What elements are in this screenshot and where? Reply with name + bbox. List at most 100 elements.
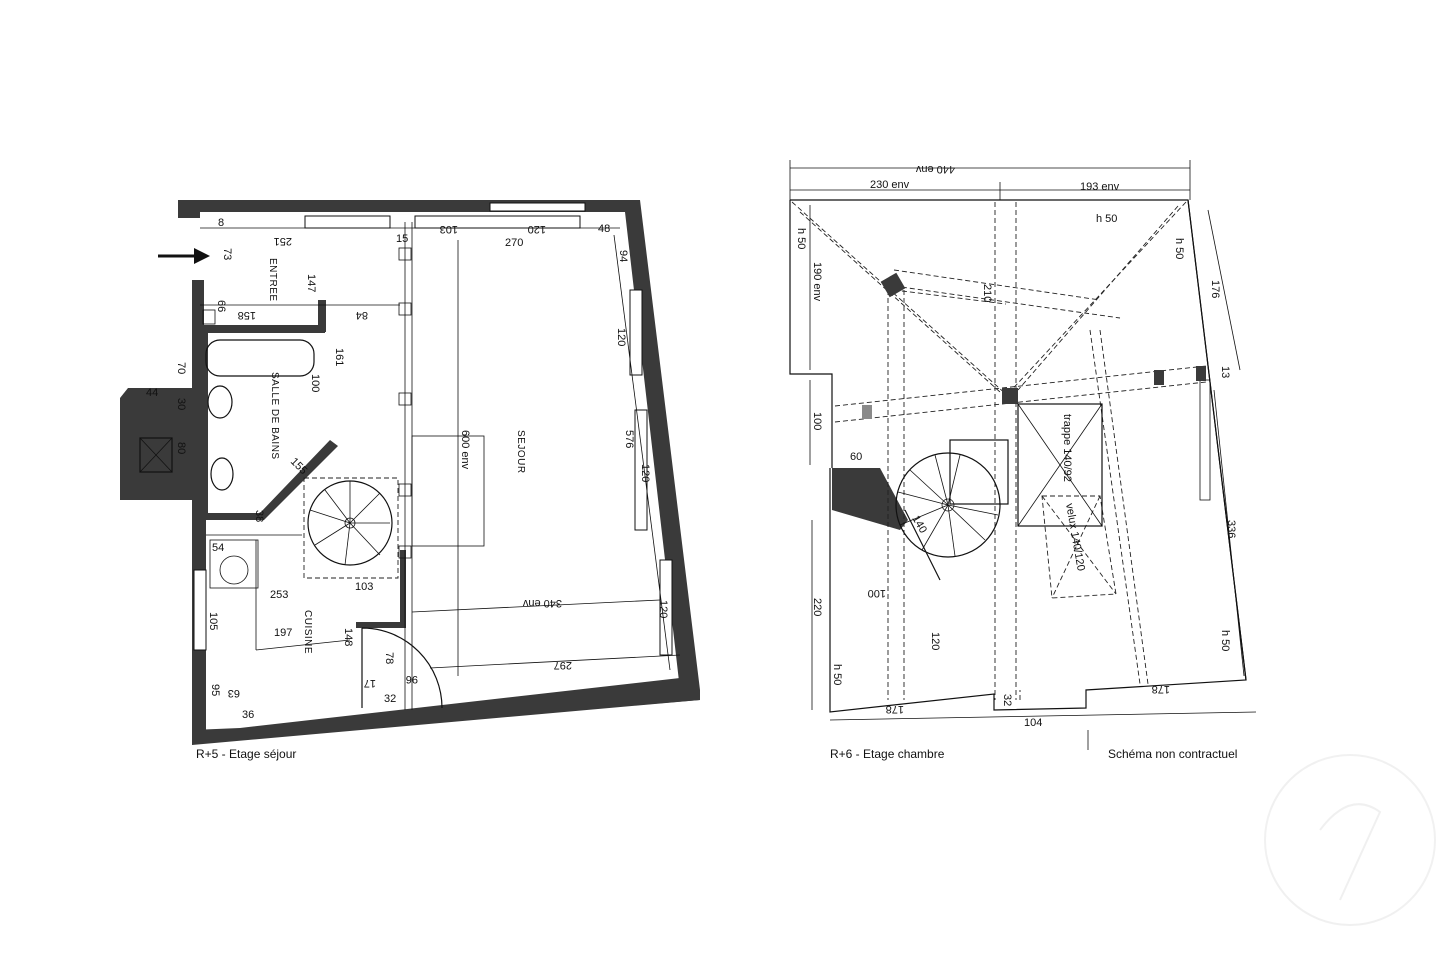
beam-horizontal [834,365,1207,407]
wall-annex [120,388,192,500]
stair-void [303,477,399,579]
r6-outline-left [789,200,833,468]
stair-rail [904,509,941,581]
dimension-label: 230 env [870,179,910,191]
trappe-opening [1017,403,1103,527]
dimension-label: 120 [929,632,941,650]
door-swing [361,627,443,709]
dimension-label: 17 [364,677,376,689]
dimension-label: 96 [406,673,418,685]
plan-caption-r6: R+6 - Etage chambre [830,747,945,761]
dimension-label: 95 [209,684,221,696]
dimension-label: 297 [554,659,572,671]
beam-diagonal [791,201,1009,397]
dimension-label: 30 [175,398,187,410]
window [659,559,673,656]
dimension-label: h 50 [831,664,843,685]
dimension-label: 8 [218,217,224,229]
wall-bath-diag [200,440,338,520]
wall-kitchen [356,622,406,628]
plan-caption-r5: R+5 - Etage séjour [196,747,296,761]
toilet [210,457,234,491]
washbasin [207,385,233,419]
window [193,569,207,651]
column [202,309,216,325]
entry-arrow-icon [158,248,210,264]
stair-tread [909,469,949,506]
stair-tread [349,522,381,556]
dimension-label: 178 [886,703,904,715]
wall-segment [178,200,200,218]
dimension-label: 161 [333,348,345,366]
dimension-label: 220 [811,598,823,616]
wall-bath-corner [318,300,326,332]
r6-wall-chunk [832,468,908,530]
wall-bath-top [200,325,325,333]
dimension-label: 193 env [1080,181,1120,193]
bathtub [205,339,315,377]
dimension-label: 600 env [459,430,471,470]
dimension-label: 104 [1024,717,1042,729]
dimension-label: 54 [212,542,224,554]
beam-diagonal [799,211,1001,393]
dimension-label: 210 [981,284,993,302]
post [862,405,872,419]
r5-interior [139,222,681,710]
dim-line [1207,209,1241,371]
column [398,247,412,261]
dimension-label: 120 [639,464,651,482]
trappe-label: trappe 140/92 [1061,414,1073,482]
spiral-stair [895,452,1001,558]
post [1002,388,1018,404]
shaft-box [139,437,173,473]
stair-tread [309,509,351,524]
dimension-label: 253 [270,589,288,601]
stair-tread [921,504,949,551]
dimension-label: 100 [309,374,321,392]
disclaimer-note: Schéma non contractuel [1108,747,1237,761]
stair-tread [899,504,949,526]
wall-stair [400,550,406,628]
beam [893,289,1007,305]
post [1154,370,1164,385]
column [398,302,412,316]
kitchen-sink [219,555,249,585]
dimension-label: 105 [207,612,219,630]
room-label-entree: ENTREE [267,258,278,302]
shaft-cross [139,437,173,473]
dimension-label: 140 [909,514,929,536]
dimension-label: 80 [175,442,187,454]
dimension-label: 190 env [811,262,823,302]
plan-r6: 440 env 230 env 193 env h 50 h 50 h 50 1… [789,160,1257,761]
r6-beams [791,201,1207,700]
beam-vertical [1099,329,1149,685]
beam-horizontal [834,381,1207,423]
trappe-cross [1017,403,1103,527]
dim-line [411,599,661,613]
table-outline [411,435,485,547]
dim-line [1213,389,1245,677]
velux-cross [1051,495,1101,599]
stair-tread [349,492,381,524]
dimension-label: 70 [175,362,187,374]
dimension-label: 78 [383,652,395,664]
stair-tread [314,522,351,546]
dimension-label: 336 [1225,520,1237,538]
stair-tread [344,522,351,566]
dimension-label: 176 [1209,280,1221,298]
dimension-label: 84 [356,309,368,321]
wall-bottom-inner [192,678,700,742]
dimension-label: 60 [850,451,862,463]
dimension-label: 120 [528,223,546,235]
column [398,392,412,406]
dimension-label: 148 [342,628,354,646]
dimension-label: h 50 [1219,630,1231,651]
counter-line [255,639,351,651]
beam-diagonal [1017,205,1179,391]
dimension-label: 44 [146,387,158,399]
dimension-label: 440 env [915,163,955,175]
dimension-label: 63 [228,687,240,699]
dimension-label: 270 [505,237,523,249]
dimension-label: 576 [623,430,635,448]
